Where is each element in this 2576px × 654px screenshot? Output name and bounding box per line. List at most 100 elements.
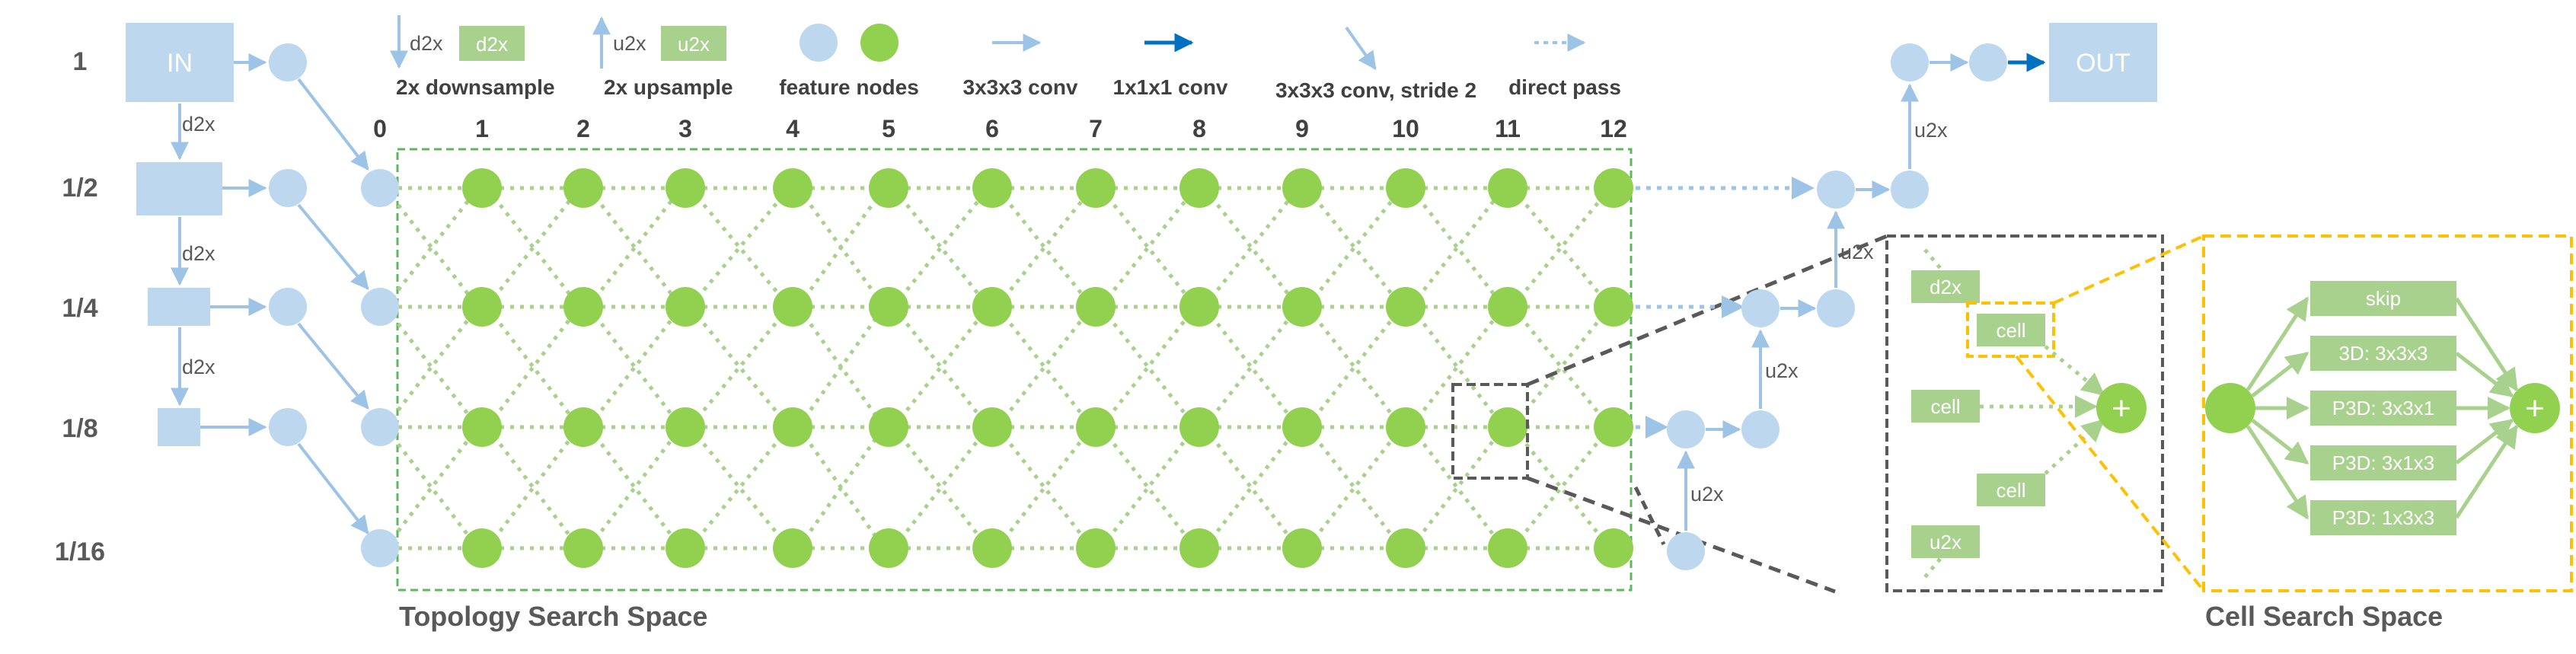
topology-edge [493, 196, 573, 298]
topology-edge [1313, 436, 1395, 541]
blue-feature-node [361, 408, 399, 446]
topology-edge [1518, 314, 1603, 418]
cell-detail-border [1885, 234, 2164, 592]
topology-edge [696, 436, 782, 541]
topology-edge [594, 316, 675, 420]
topology-edge [803, 435, 879, 539]
upsample-label: u2x [1690, 483, 1724, 506]
green-feature-node [869, 168, 908, 208]
topology-edge [391, 314, 471, 418]
green-node-icon [860, 24, 899, 62]
cell-sum-node [2510, 383, 2560, 433]
input-box-label: cell [1996, 319, 2025, 342]
legend-upsample-box [661, 26, 726, 61]
topology-edge [1518, 316, 1603, 420]
op-out-edge [2455, 352, 2514, 397]
topology-edge [696, 316, 782, 420]
green-feature-node [1179, 528, 1219, 568]
op-label: 3D: 3x3x3 [2338, 342, 2428, 365]
topology-edge [1210, 314, 1291, 418]
op-in-edge [2251, 419, 2309, 464]
topology-edge [1106, 316, 1189, 420]
input-box-cell-bottom [1977, 474, 2045, 506]
topology-edge [493, 314, 573, 418]
topology-edge [803, 197, 879, 299]
green-feature-node [1488, 407, 1527, 447]
input-block [126, 23, 234, 102]
green-feature-node [1282, 287, 1322, 327]
stem-node [269, 169, 307, 207]
op-box [2310, 336, 2456, 371]
column-label: 10 [1392, 115, 1419, 142]
decoder-node [1741, 410, 1780, 448]
topology-edge [1313, 435, 1395, 539]
topology-edge [391, 316, 471, 420]
topology-edge [1313, 314, 1395, 418]
decoder-node [1817, 171, 1855, 209]
topology-edge [899, 314, 982, 418]
topology-edge [1313, 197, 1395, 299]
green-feature-node [1594, 168, 1633, 208]
zoom-line [2053, 234, 2204, 305]
green-feature-node [1386, 528, 1425, 568]
topology-edge [1210, 436, 1291, 541]
legend-upsample-caption: 2x upsample [604, 75, 733, 99]
legend-downsample-caption: 2x downsample [396, 75, 555, 99]
op-box [2310, 391, 2456, 426]
green-feature-node [563, 407, 603, 447]
green-feature-node [666, 287, 705, 327]
topology-edge [391, 197, 471, 299]
input-label: IN [167, 49, 193, 78]
cell-search-space-border [2202, 234, 2573, 592]
topology-nodes [361, 168, 1633, 568]
green-feature-node [666, 407, 705, 447]
topology-edge [1313, 316, 1395, 420]
legend-conv3: 3x3x3 conv [963, 75, 1078, 99]
green-feature-node [1076, 528, 1116, 568]
input-box-u2x [1911, 525, 1980, 558]
topology-edge [1518, 197, 1603, 299]
topology-edge [391, 435, 471, 539]
green-feature-node [462, 407, 502, 447]
topology-edge [1003, 314, 1085, 418]
topology-edge [493, 436, 573, 541]
sum-node [2096, 383, 2147, 433]
topology-edge [1003, 436, 1085, 541]
topology-edge [1518, 435, 1603, 539]
green-feature-node [1076, 168, 1116, 208]
topology-edge [1416, 316, 1497, 420]
legend-upsample-tag-text: u2x [613, 32, 646, 55]
stem-block-eighth [158, 408, 200, 446]
cell-input-edge [2044, 345, 2105, 396]
green-feature-node [1488, 528, 1527, 568]
topology-edge [493, 316, 573, 420]
legend-downsample-box-label: d2x [476, 33, 508, 56]
stride-conv-arrow [297, 78, 369, 171]
op-box [2310, 500, 2456, 535]
green-feature-node [1282, 168, 1322, 208]
stem-node [269, 408, 307, 446]
topology-edge [1416, 435, 1497, 539]
green-feature-node [563, 528, 603, 568]
stem-down-label: d2x [182, 113, 215, 136]
topology-edge [594, 314, 675, 418]
input-box-label: d2x [1930, 276, 1962, 298]
topology-edge [899, 436, 982, 541]
green-feature-node [563, 168, 603, 208]
op-label: P3D: 3x3x1 [2332, 397, 2434, 420]
topology-edge [391, 436, 471, 541]
stem-down-label: d2x [182, 356, 215, 378]
green-feature-node [1076, 407, 1116, 447]
decoder-node [1817, 289, 1855, 327]
topology-edge [1003, 197, 1085, 299]
scale-label: 1/2 [62, 174, 97, 203]
column-label: 12 [1600, 115, 1627, 142]
topology-edge [696, 196, 782, 298]
legend-downsample-tag-text: d2x [410, 32, 443, 55]
topology-edge [696, 197, 782, 299]
green-feature-node [563, 287, 603, 327]
topology-edge [1518, 436, 1603, 541]
legend-direct-pass: direct pass [1508, 75, 1621, 99]
upsample-label: u2x [1765, 359, 1799, 382]
column-label: 8 [1192, 115, 1206, 142]
